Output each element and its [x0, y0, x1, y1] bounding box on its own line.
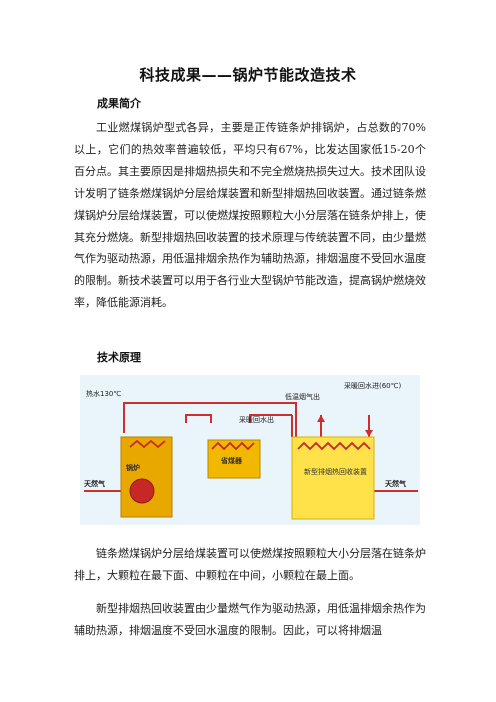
section-heading-intro: 成果简介 [97, 97, 141, 110]
label-natural-gas-left: 天然气 [84, 479, 105, 488]
label-return-water: 采暖回水出 [239, 415, 274, 424]
boiler-coil [129, 439, 166, 449]
recovery-coil [297, 441, 371, 451]
economizer-coil [211, 441, 255, 451]
layered-feeding-paragraph: 链条燃煤锅炉分层给煤装置可以使燃煤按照颗粒大小分层落在链条炉排上，大颗粒在最下面… [74, 547, 426, 582]
page-title: 科技成果——锅炉节能改造技术 [139, 66, 357, 84]
recovery-device-box [291, 436, 375, 520]
pipe-network [84, 402, 418, 492]
label-boiler: 锅炉 [125, 463, 140, 472]
flue-arrow [317, 415, 325, 422]
hot-water-pipe [123, 402, 297, 455]
section-heading-principle: 技术原理 [97, 351, 141, 364]
label-economizer: 省煤器 [220, 456, 243, 465]
recovery-paragraph: 新型排烟热回收装置由少量燃气作为驱动热源，用低温排烟余热作为辅助热源，排烟温度不… [74, 602, 426, 637]
boiler-economizer-link [185, 414, 212, 423]
principle-diagram: 热水130℃ 采暖回水出 低温烟气出 采暖回水进(60℃) 锅炉 省煤器 新型排… [80, 375, 420, 525]
intro-paragraph: 工业燃煤锅炉型式各异，主要是正传链条炉排锅炉，占总数的70%以上，它们的热效率普… [74, 121, 426, 310]
label-hot-water: 热水130℃ [86, 389, 121, 398]
economizer-outlet-pipe [249, 414, 292, 423]
label-low-temp-flue: 低温烟气出 [285, 392, 320, 401]
label-heating-return: 采暖回水进(60℃) [344, 381, 401, 390]
label-recovery-device: 新型排烟热回收装置 [304, 467, 367, 476]
return-arrow [365, 430, 373, 437]
boiler-box [120, 436, 173, 518]
label-natural-gas-right: 天然气 [385, 479, 406, 488]
boiler-burner-icon [129, 478, 155, 504]
